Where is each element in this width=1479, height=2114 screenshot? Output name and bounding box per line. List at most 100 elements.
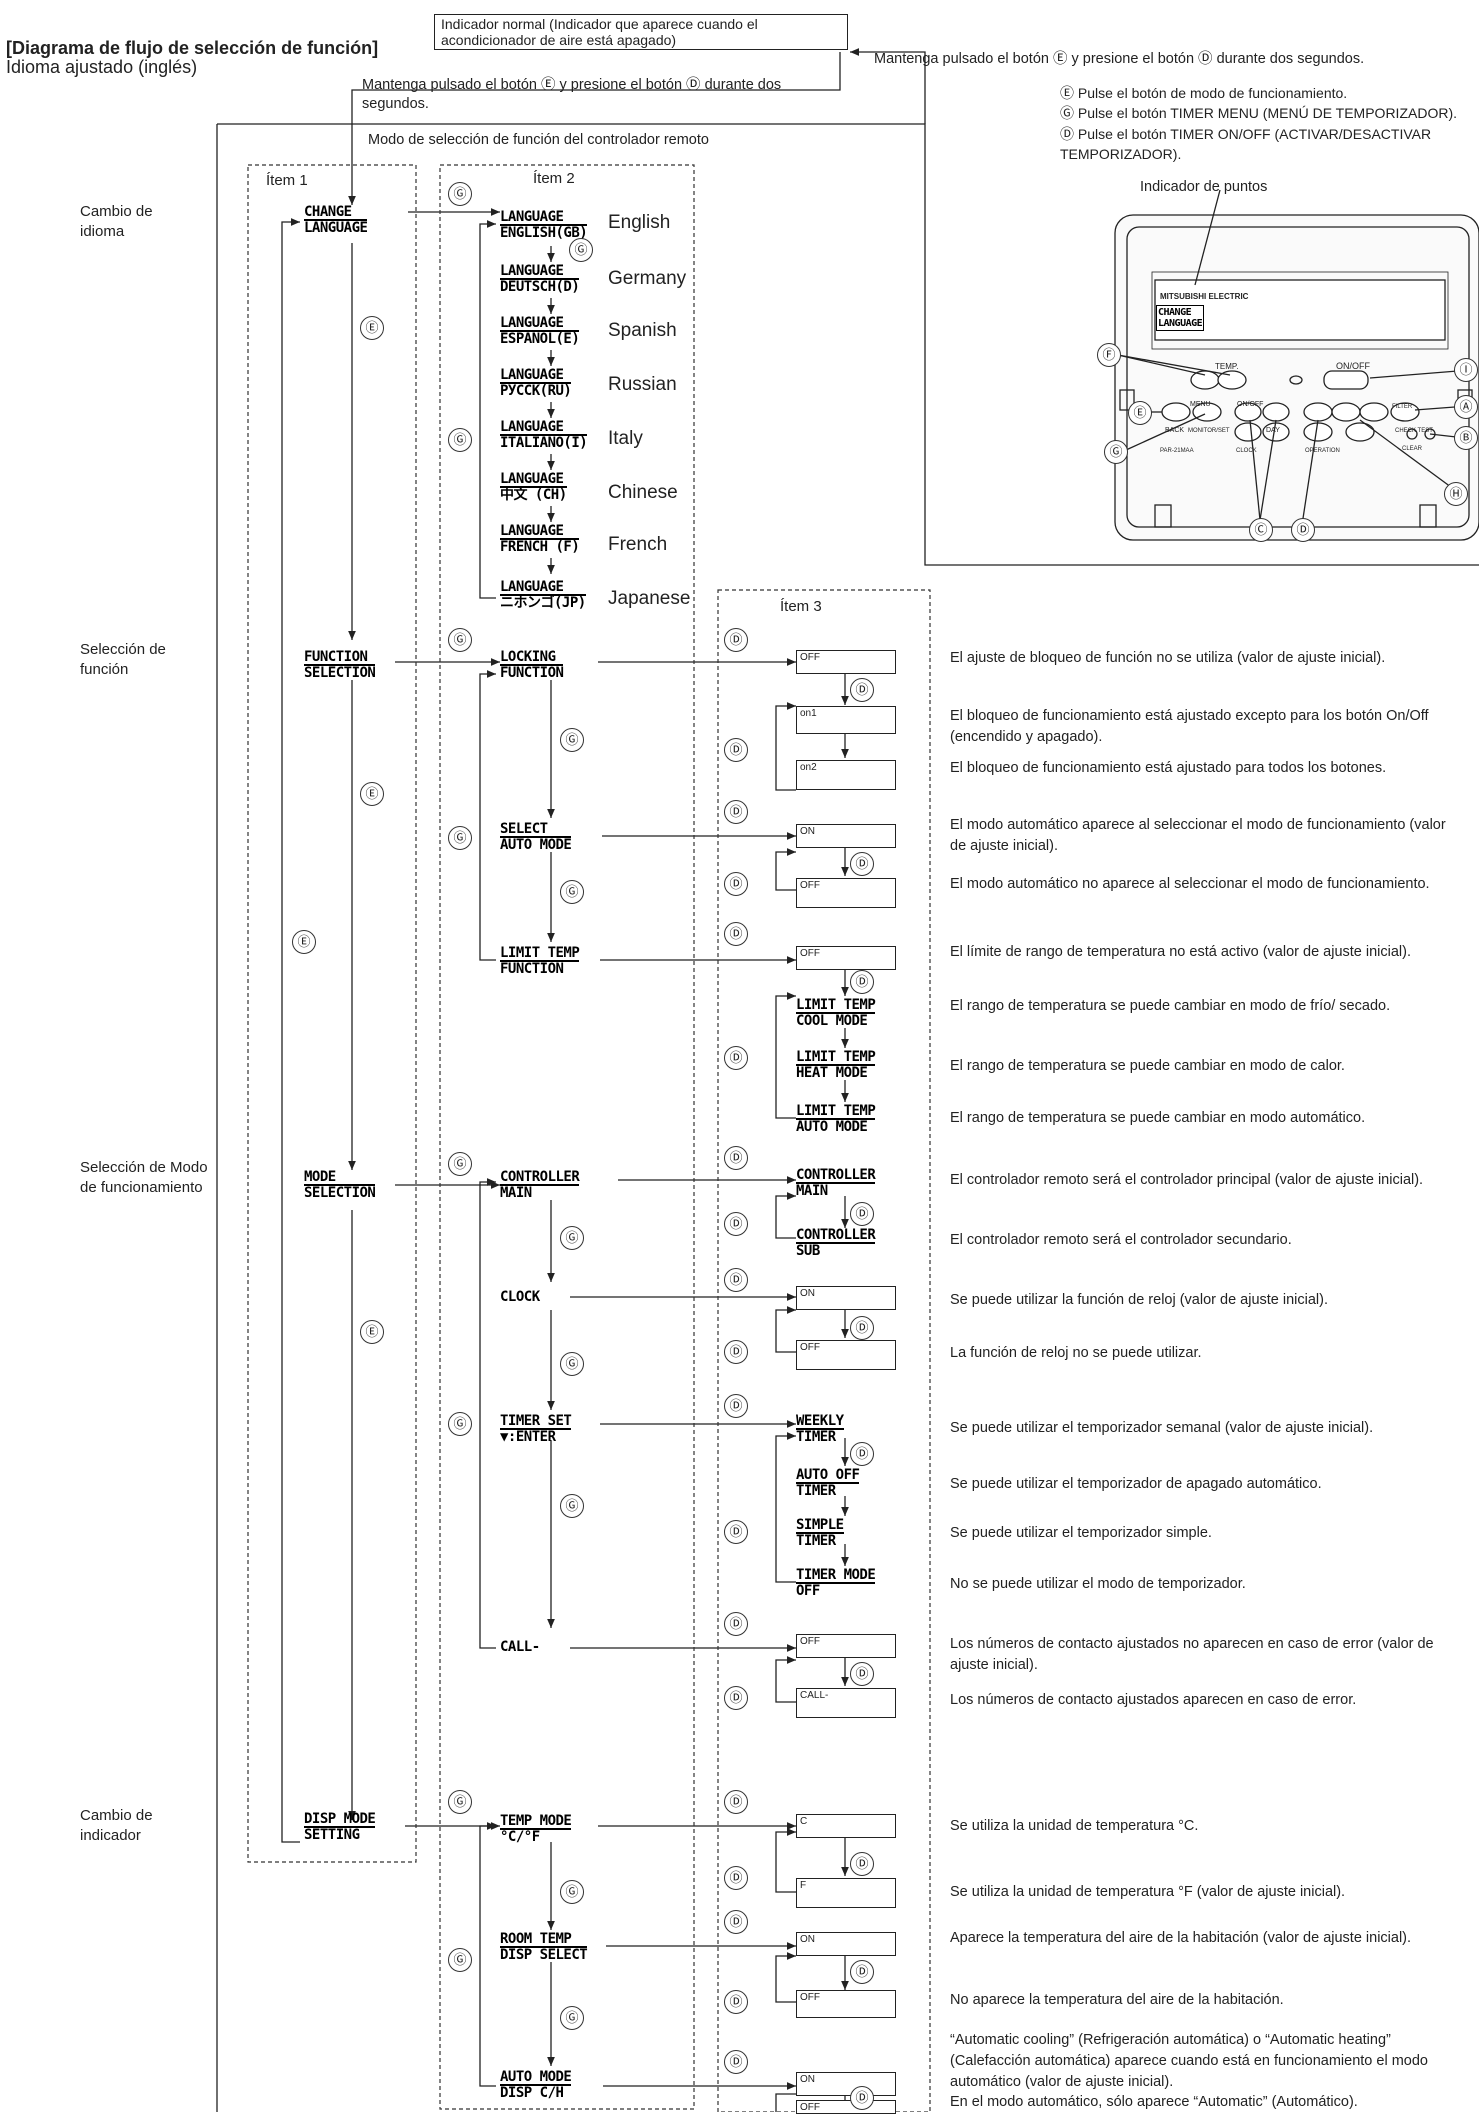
val-room-off[interactable]: OFF: [796, 1990, 896, 2018]
item3-header: Ítem 3: [780, 598, 822, 615]
brand-logo: MITSUBISHI ELECTRIC: [1160, 292, 1249, 301]
val-auto-off[interactable]: OFF: [796, 878, 896, 908]
step-d-auto3: Ⓓ: [724, 872, 748, 896]
desc-unit-c: Se utiliza la unidad de temperatura °C.: [950, 1818, 1199, 1834]
desc-auto-off: El modo automático no aparece al selecci…: [950, 876, 1430, 892]
step-d-lock: Ⓓ: [724, 628, 748, 652]
mode-frame-label: Modo de selección de función del control…: [368, 132, 709, 148]
callout-a: Ⓐ: [1454, 395, 1478, 419]
desc-clock-on: Se puede utilizar la función de reloj (v…: [950, 1292, 1329, 1308]
item1-header: Ítem 1: [266, 172, 308, 189]
lang-italy: Italy: [608, 428, 643, 449]
lang-russian: Russian: [608, 374, 677, 395]
legend-d: Ⓓ Pulse el botón TIMER ON/OFF (ACTIVAR/D…: [1060, 126, 1432, 162]
lang-spanish: Spanish: [608, 320, 677, 341]
step-g-mode4: Ⓖ: [560, 1494, 584, 1518]
step-d-temp2: Ⓓ: [850, 1852, 874, 1876]
val-lock-on1[interactable]: on1: [796, 706, 896, 734]
dot-indicator-label: Indicador de puntos: [1140, 179, 1268, 195]
val-unit-c[interactable]: C: [796, 1814, 896, 1838]
step-d-clock: Ⓓ: [724, 1268, 748, 1292]
step-d-ctrl: Ⓓ: [724, 1146, 748, 1170]
desc-limit-cool: El rango de temperatura se puede cambiar…: [950, 998, 1391, 1014]
lcd-temp-mode[interactable]: TEMP MODE°C/°F: [500, 1813, 572, 1845]
step-d-call2: Ⓓ: [850, 1662, 874, 1686]
val-room-on[interactable]: ON: [796, 1932, 896, 1956]
step-d-temp3: Ⓓ: [724, 1866, 748, 1890]
lcd-timer-set[interactable]: TIMER SET▼:ENTER: [500, 1413, 572, 1445]
lcd-call[interactable]: CALL-: [500, 1639, 540, 1655]
desc-timer-weekly: Se puede utilizar el temporizador semana…: [950, 1420, 1374, 1436]
val-autodisp-on[interactable]: ON: [796, 2072, 896, 2096]
callout-g: Ⓖ: [1104, 440, 1128, 464]
step-e-loop: Ⓔ: [292, 930, 316, 954]
legend-g: Ⓖ Pulse el botón TIMER MENU (MENÚ DE TEM…: [1060, 105, 1457, 121]
step-g-mode: Ⓖ: [448, 1152, 472, 1176]
step-g-lang2: Ⓖ: [569, 238, 593, 262]
step-g-disp-loop: Ⓖ: [448, 1948, 472, 1972]
test-label: CHECK TEST: [1395, 428, 1433, 434]
desc-lock-off: El ajuste de bloqueo de función no se ut…: [950, 650, 1386, 666]
step-g-mode-loop: Ⓖ: [448, 1412, 472, 1436]
section-function: Selección de función: [80, 641, 166, 678]
val-clock-on[interactable]: ON: [796, 1286, 896, 1310]
val-call-on[interactable]: CALL-: [796, 1688, 896, 1718]
desc-autodisp-off: En el modo automático, sólo aparece “Aut…: [950, 2094, 1358, 2110]
val-call-off[interactable]: OFF: [796, 1634, 896, 1658]
step-g-mode2: Ⓖ: [560, 1226, 584, 1250]
val-auto-on[interactable]: ON: [796, 824, 896, 848]
desc-ctrl-main: El controlador remoto será el controlado…: [950, 1172, 1424, 1188]
step-d-ctrl3: Ⓓ: [724, 1212, 748, 1236]
step-d-room2: Ⓓ: [850, 1960, 874, 1984]
page-title: [Diagrama de flujo de selección de funci…: [6, 38, 379, 58]
step-g-func-loop: Ⓖ: [448, 826, 472, 850]
val-lock-off[interactable]: OFF: [796, 650, 896, 674]
lcd-clock[interactable]: CLOCK: [500, 1289, 540, 1305]
section-display: Cambio de indicador: [80, 1807, 153, 1844]
step-d-room3: Ⓓ: [724, 1990, 748, 2014]
desc-unit-f: Se utiliza la unidad de temperatura °F (…: [950, 1884, 1346, 1900]
step-g-disp2: Ⓖ: [560, 1880, 584, 1904]
item2-header: Ítem 2: [533, 170, 575, 187]
step-d-temp: Ⓓ: [724, 1790, 748, 1814]
val-lock-on2[interactable]: on2: [796, 760, 896, 790]
step-d-clock2: Ⓓ: [850, 1316, 874, 1340]
val-clock-off[interactable]: OFF: [796, 1340, 896, 1370]
step-d-auto2: Ⓓ: [850, 852, 874, 876]
val-unit-f[interactable]: F: [796, 1878, 896, 1908]
operation-label: OPERATION: [1305, 448, 1340, 454]
desc-room-on: Aparece la temperatura del aire de la ha…: [950, 1930, 1412, 1946]
step-d-timer: Ⓓ: [724, 1394, 748, 1418]
clear-label: CLEAR: [1402, 446, 1423, 452]
val-limit-off[interactable]: OFF: [796, 946, 896, 970]
step-d-autodisp: Ⓓ: [724, 2050, 748, 2074]
lang-germany: Germany: [608, 268, 687, 289]
